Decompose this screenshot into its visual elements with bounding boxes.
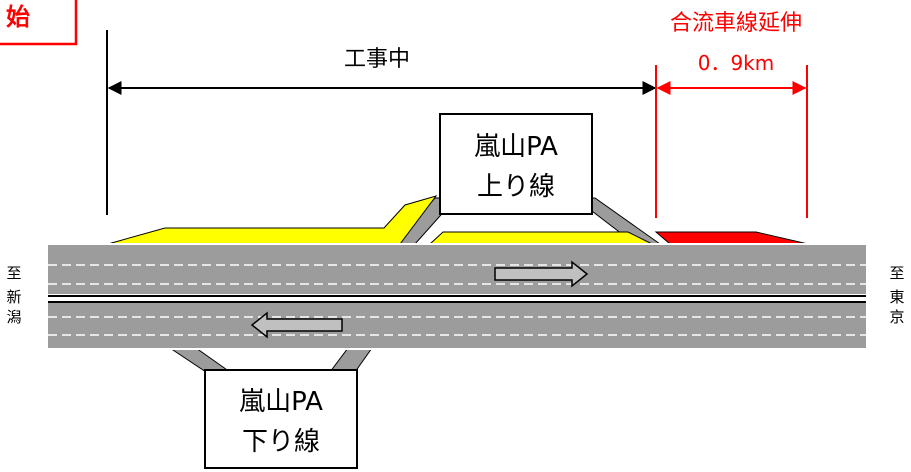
left-destination-char: 潟 — [6, 308, 21, 326]
up-carriageway — [48, 244, 866, 294]
pa-down-direction: 下り線 — [242, 427, 320, 457]
down-direction-arrow — [250, 311, 343, 339]
pa-up-direction: 上り線 — [477, 172, 555, 202]
pa-down-ramp-right — [329, 347, 373, 373]
right-destination-char: 至 — [889, 264, 904, 282]
works-label: 工事中 — [344, 47, 410, 72]
pa-down-ramp-left — [168, 347, 232, 373]
left-destination-char: 至 — [6, 264, 21, 282]
extension-label: 合流車線延伸 — [670, 11, 802, 36]
up-direction-arrow — [494, 260, 589, 288]
right-destination-char: 京 — [889, 308, 904, 326]
pa-up-box: 嵐山PA 上り線 — [439, 113, 593, 215]
down-carriageway — [48, 303, 866, 349]
extension-area — [654, 231, 809, 245]
start-box: 始 — [0, 0, 78, 46]
construction-area-east — [428, 231, 653, 245]
extension-distance: 0．9km — [698, 51, 775, 75]
right-destination: 至 東 京 — [889, 264, 904, 326]
start-label: 始 — [6, 3, 30, 31]
pa-down-name: 嵐山PA — [239, 387, 323, 417]
left-destination-char: 新 — [6, 288, 21, 306]
left-destination: 至 新 潟 — [6, 264, 21, 326]
pa-down-box: 嵐山PA 下り線 — [204, 369, 358, 469]
construction-area-west — [107, 195, 438, 245]
right-destination-char: 東 — [889, 288, 904, 306]
pa-up-name: 嵐山PA — [474, 132, 558, 162]
